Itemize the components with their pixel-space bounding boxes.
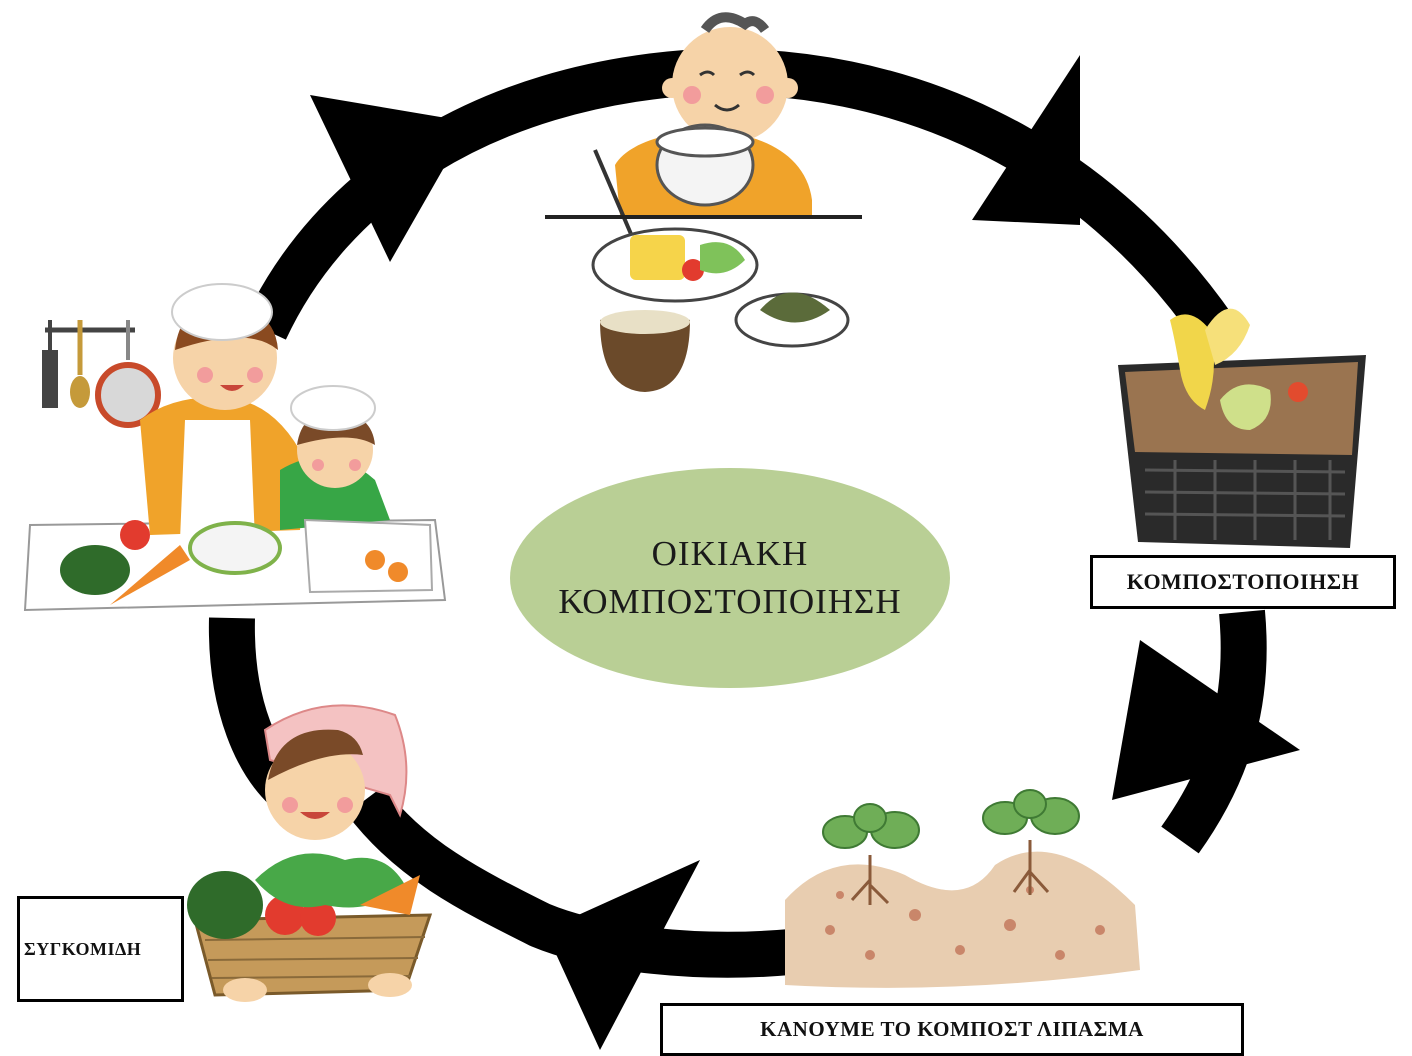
harvest-label: ΣΥΓΚΟΜΙΔΗ bbox=[17, 896, 184, 1002]
arrowhead-right bbox=[1112, 640, 1300, 800]
cooking-family-icon bbox=[23, 283, 447, 612]
composting-label: ΚΟΜΠΟΣΤΟΠΟΙΗΣΗ bbox=[1090, 555, 1396, 609]
arrowhead-top-left bbox=[310, 95, 470, 262]
arrowhead-top-right bbox=[972, 55, 1080, 225]
seedlings-soil-icon bbox=[785, 789, 1140, 988]
eating-person-icon bbox=[545, 12, 862, 392]
cycle-arc-bottom bbox=[346, 785, 793, 978]
fertilizer-label: ΚΑΝΟΥΜΕ ΤΟ ΚΟΜΠΟΣΤ ΛΙΠΑΣΜΑ bbox=[660, 1003, 1244, 1056]
center-ellipse bbox=[510, 468, 950, 688]
harvest-child-icon bbox=[187, 704, 433, 1002]
arrowhead-bottom bbox=[545, 860, 700, 1050]
compost-bin-icon bbox=[1118, 308, 1366, 548]
